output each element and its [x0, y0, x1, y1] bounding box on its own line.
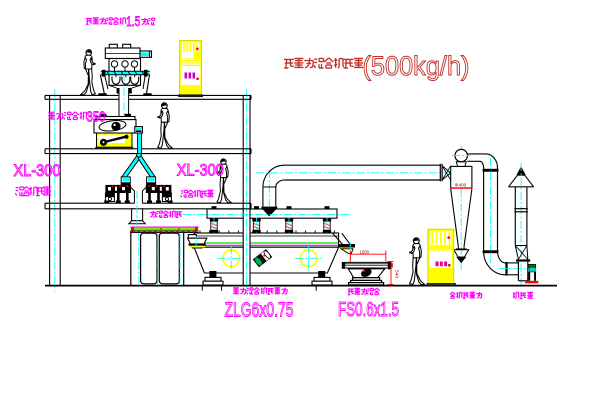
svg-text:(500kg/h): (500kg/h): [363, 51, 470, 81]
svg-text:XL-300: XL-300: [177, 161, 224, 180]
svg-text:ZLG6x0.75: ZLG6x0.75: [225, 300, 294, 322]
svg-text:540: 540: [394, 270, 400, 278]
svg-text:350: 350: [87, 110, 106, 126]
svg-text:1.5: 1.5: [126, 13, 140, 29]
svg-text:Φ400: Φ400: [455, 183, 467, 188]
svg-text:XL-300: XL-300: [14, 161, 61, 180]
svg-text:1500: 1500: [360, 250, 370, 255]
svg-text:FS0.6x1.5: FS0.6x1.5: [338, 299, 399, 321]
